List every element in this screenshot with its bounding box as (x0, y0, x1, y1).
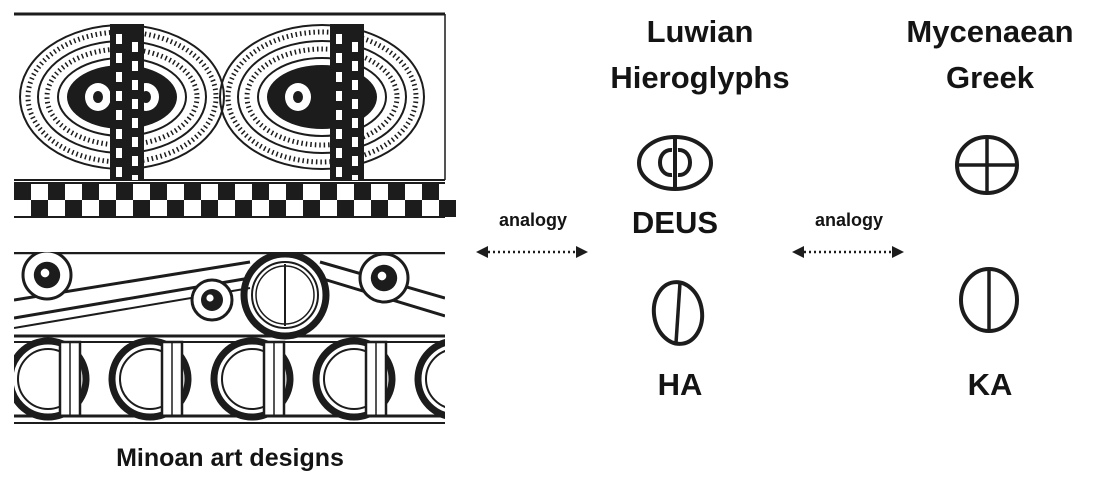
bottom-frieze (10, 251, 494, 423)
minoan-art-caption: Minoan art designs (60, 443, 400, 473)
arcade-pillar (264, 342, 284, 416)
mycenaean-heading-line1: Mycenaean (880, 12, 1100, 52)
ka-label: KA (930, 368, 1050, 402)
luwian-heading-line1: Luwian (580, 12, 820, 52)
arcade-pillar (60, 342, 80, 416)
analogy-arrow-right (790, 244, 906, 260)
luwian-heading-line2: Hieroglyphs (580, 58, 820, 98)
analogy-label-left: analogy (478, 210, 588, 230)
checkered-post (330, 24, 364, 185)
ha-glyph-icon (648, 278, 708, 348)
cross-circle-glyph-icon (952, 132, 1022, 198)
spiral-eye (192, 280, 232, 320)
checkered-post (110, 24, 144, 185)
analogy-arrow-left (474, 244, 590, 260)
spiral-eye (23, 251, 71, 299)
deus-label: DEUS (600, 206, 750, 240)
arcade-pillar (366, 342, 386, 416)
ka-glyph-icon (956, 264, 1022, 336)
spiral-eye (360, 254, 408, 302)
top-frieze (14, 14, 445, 185)
minoan-art-panel: Minoan art designs (0, 0, 460, 440)
analogy-label-right: analogy (794, 210, 904, 230)
ha-label: HA (620, 368, 740, 402)
arcade-pillar (162, 342, 182, 416)
checkerboard-band (14, 183, 456, 217)
mycenaean-heading-line2: Greek (880, 58, 1100, 98)
rosette (220, 25, 424, 169)
deus-glyph-icon (632, 130, 718, 196)
arcade-ring (418, 341, 494, 417)
minoan-art-illustration (0, 0, 460, 440)
